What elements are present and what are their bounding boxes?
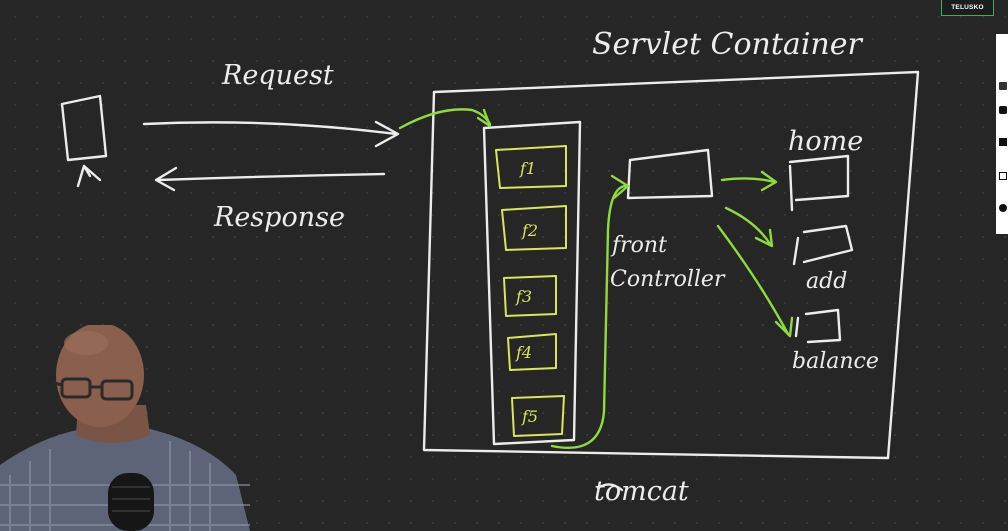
response-label: Response [213, 202, 345, 233]
request-into-filters-arrow [398, 108, 492, 130]
filter-label-2: f2 [521, 221, 538, 240]
square-icon[interactable] [999, 138, 1007, 146]
camera-icon[interactable] [999, 106, 1007, 114]
side-toolbar[interactable] [996, 34, 1008, 234]
filter-label-3: f3 [515, 287, 532, 306]
filter-box-4 [507, 333, 557, 371]
arrow-to-add [724, 206, 772, 246]
telusko-logo: TELUSKO [941, 0, 994, 16]
filter-box-2 [501, 205, 567, 251]
request-label: Request [221, 60, 334, 91]
tomcat-label: tomcat [594, 476, 689, 507]
page-icon[interactable] [999, 172, 1007, 180]
endpoint-label-balance: balance [792, 349, 879, 374]
settings-icon[interactable] [999, 204, 1007, 212]
front-controller-label-line1: front [610, 233, 667, 258]
filter-label-4: f4 [515, 343, 532, 362]
presenter-video [0, 325, 250, 531]
front-controller-label-line2: Controller [610, 267, 726, 292]
filter-box-5 [511, 395, 565, 437]
client-cursor-icon [76, 164, 102, 188]
balance-box [804, 308, 842, 344]
add-box [802, 224, 854, 264]
client-box [60, 94, 108, 162]
pen-icon[interactable] [999, 82, 1007, 90]
filter-label-1: f1 [519, 159, 536, 178]
request-arrow [142, 121, 398, 136]
arrow-to-home [720, 177, 776, 184]
front-controller-box [626, 148, 714, 200]
home-box [788, 154, 850, 202]
response-arrow [156, 172, 386, 182]
filter-chain-box [482, 120, 582, 446]
filters-to-controller-arrow [550, 184, 630, 450]
filter-box-3 [503, 275, 557, 317]
microphone-icon [108, 473, 154, 531]
servlet-container-title: Servlet Container [592, 27, 863, 62]
endpoint-label-home: home [788, 126, 863, 157]
servlet-container-box [422, 70, 920, 460]
filter-label-5: f5 [521, 407, 538, 426]
arrow-to-balance [716, 224, 790, 336]
filter-box-1 [495, 145, 567, 189]
endpoint-label-add: add [806, 269, 847, 294]
